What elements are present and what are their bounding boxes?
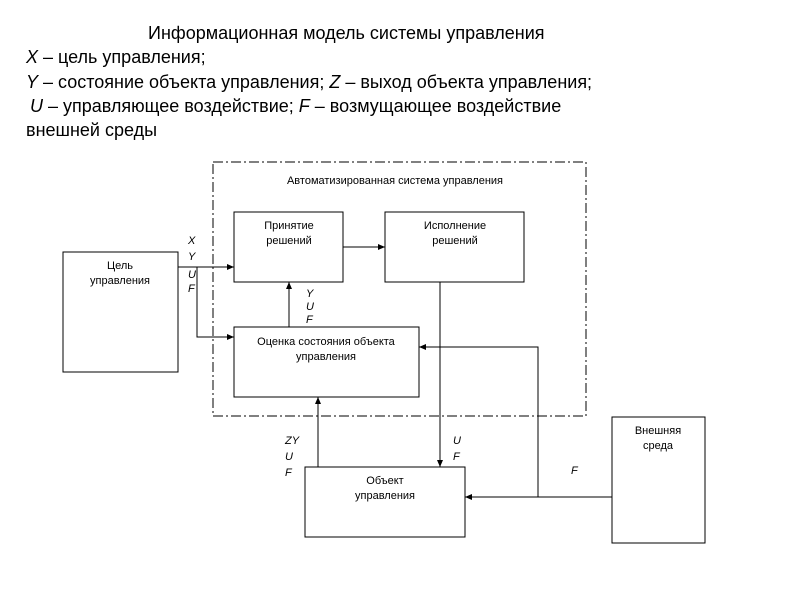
asu-boundary	[212, 161, 587, 417]
signal-u: U	[453, 435, 461, 447]
decision-label-1: Принятие	[264, 220, 314, 232]
block-assessment	[233, 326, 420, 398]
execution-label-1: Исполнение	[424, 220, 486, 232]
environment-label-1: Внешняя	[635, 425, 681, 437]
signal-y: Y	[188, 251, 196, 263]
assessment-label-1: Оценка состояния объекта	[257, 336, 396, 348]
environment-label-2: среда	[643, 440, 674, 452]
object-label-2: управления	[355, 490, 415, 502]
goal-label-1: Цель	[107, 260, 133, 272]
signal-u: U	[285, 451, 293, 463]
slide-title: Информационная модель системы управления	[148, 23, 545, 43]
signal-x: X	[187, 235, 196, 247]
goal-label-2: управления	[90, 275, 150, 287]
signal-f: F	[306, 314, 314, 326]
signal-f: F	[285, 467, 293, 479]
execution-label-2: решений	[432, 235, 478, 247]
asu-label: Автоматизированная система управления	[287, 175, 503, 187]
signal-u: U	[188, 269, 196, 281]
legend-line-x: X – цель управления;	[26, 47, 206, 67]
signal-f: F	[188, 283, 196, 295]
arrow-goal-assessment	[196, 267, 234, 340]
arrow-environment-assessment	[419, 344, 539, 497]
signal-u: U	[306, 301, 314, 313]
block-environment	[611, 416, 706, 544]
block-object	[304, 466, 466, 538]
signal-f: F	[453, 451, 461, 463]
assessment-label-2: управления	[296, 351, 356, 363]
signal-zy: ZY	[284, 435, 300, 447]
signal-y: Y	[306, 288, 314, 300]
block-goal	[62, 251, 179, 373]
decision-label-2: решений	[266, 235, 312, 247]
object-label-1: Объект	[366, 475, 403, 487]
legend-line-y-z: Y – состояние объекта управления; Z – вы…	[26, 72, 593, 92]
legend-line-u-f: U – управляющее воздействие; F – возмуща…	[30, 96, 562, 116]
signal-f: F	[571, 465, 579, 477]
legend-line-env: внешней среды	[26, 120, 158, 140]
